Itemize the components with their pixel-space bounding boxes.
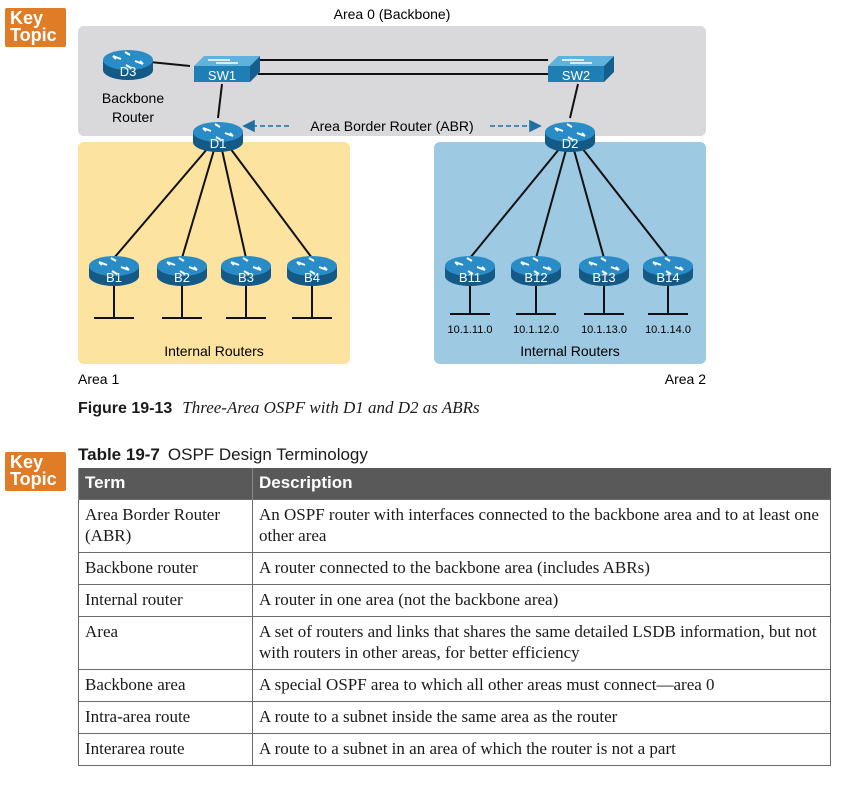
description-cell: A route to a subnet inside the same area…: [252, 701, 831, 734]
d2-label: D2: [562, 136, 579, 151]
header-description: Description: [252, 468, 831, 500]
area1-label: Area 1: [78, 371, 119, 387]
term-cell: Interarea route: [78, 733, 253, 766]
sw2-label: SW2: [562, 68, 590, 83]
table-caption: Table 19-7 OSPF Design Terminology: [78, 445, 368, 465]
b11-label: B11: [459, 270, 481, 285]
b13-label: B13: [592, 270, 615, 285]
area0-label: Area 0 (Backbone): [334, 6, 451, 22]
description-cell: A router connected to the backbone area …: [252, 552, 831, 585]
header-term: Term: [78, 468, 253, 500]
key-topic-badge-table: Key Topic: [5, 452, 66, 491]
term-cell: Backbone area: [78, 669, 253, 702]
term-cell: Area: [78, 616, 253, 670]
subnet-b12: 10.1.12.0: [513, 324, 559, 336]
b12-label: B12: [524, 270, 547, 285]
table-row: Area Border Router (ABR) An OSPF router …: [78, 499, 831, 553]
ospf-area-diagram: Area 0 (Backbone) Area 1 Area 2 Ar: [78, 6, 706, 387]
key-topic-line2: Topic: [10, 25, 57, 45]
area-1-box: [78, 142, 350, 364]
subnet-b13: 10.1.13.0: [581, 324, 627, 336]
table-title: OSPF Design Terminology: [167, 445, 368, 464]
table-row: Intra-area route A route to a subnet ins…: [78, 701, 831, 734]
terminology-table: Term Description Area Border Router (ABR…: [78, 468, 831, 766]
key-topic-badge-figure: Key Topic: [5, 8, 66, 47]
backbone-router-label-2: Router: [112, 109, 154, 125]
key-topic-line1: Key: [10, 8, 44, 28]
d3-label: D3: [120, 64, 137, 79]
sw1-label: SW1: [208, 68, 236, 83]
description-cell: A router in one area (not the backbone a…: [252, 584, 831, 617]
figure-title: Three-Area OSPF with D1 and D2 as ABRs: [182, 398, 480, 417]
table-header-row: Term Description: [78, 468, 831, 500]
figure-caption: Figure 19-13 Three-Area OSPF with D1 and …: [78, 398, 480, 418]
b14-label: B14: [656, 270, 679, 285]
abr-label: Area Border Router (ABR): [310, 118, 473, 134]
d1-label: D1: [210, 136, 227, 151]
internal-routers-left-label: Internal Routers: [164, 343, 264, 359]
backbone-router-label-1: Backbone: [102, 90, 164, 106]
description-cell: A set of routers and links that shares t…: [252, 616, 831, 670]
backbone-area: [78, 26, 706, 136]
abr-arrow: [242, 119, 542, 133]
b2-label: B2: [174, 270, 190, 285]
table-row: Area A set of routers and links that sha…: [78, 616, 831, 670]
figure-number: Figure 19-13: [78, 400, 173, 417]
subnet-b14: 10.1.14.0: [645, 324, 691, 336]
description-cell: A route to a subnet in an area of which …: [252, 733, 831, 766]
area2-label: Area 2: [665, 371, 706, 387]
b4-label: B4: [304, 270, 320, 285]
term-cell: Area Border Router (ABR): [78, 499, 253, 553]
b1-label: B1: [106, 270, 122, 285]
term-cell: Intra-area route: [78, 701, 253, 734]
internal-routers-right-label: Internal Routers: [520, 343, 620, 359]
key-topic-line1: Key: [10, 452, 44, 472]
area-2-box: [434, 142, 706, 364]
key-topic-line2: Topic: [10, 469, 57, 489]
description-cell: A special OSPF area to which all other a…: [252, 669, 831, 702]
table-row: Backbone router A router connected to th…: [78, 552, 831, 585]
b3-label: B3: [238, 270, 254, 285]
table-number: Table 19-7: [78, 445, 160, 464]
backbone-links: [94, 59, 688, 319]
table-row: Internal router A router in one area (no…: [78, 584, 831, 617]
subnet-b11: 10.1.11.0: [447, 324, 492, 336]
table-row: Backbone area A special OSPF area to whi…: [78, 669, 831, 702]
term-cell: Backbone router: [78, 552, 253, 585]
table-row: Interarea route A route to a subnet in a…: [78, 733, 831, 766]
description-cell: An OSPF router with interfaces connected…: [252, 499, 831, 553]
term-cell: Internal router: [78, 584, 253, 617]
